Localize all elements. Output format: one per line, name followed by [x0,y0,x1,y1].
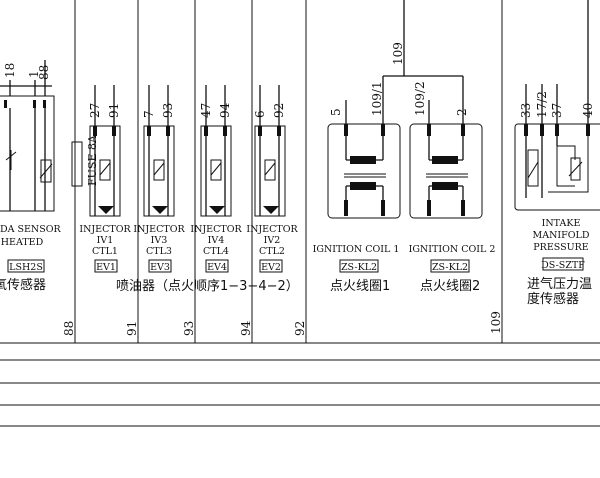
coil1-code: ZS-KL2 [341,262,377,273]
inj3-num: IV3 [151,235,168,246]
wire-label: 109/2 [413,81,427,116]
coil2-code: ZS-KL2 [432,262,468,273]
inj4-ctl: CTL4 [203,246,229,257]
o2-sensor: 18 1 88 MEDA SENSOR HEATED LSH2S 氧传感器 [0,60,62,293]
wire-label: 88 [37,65,51,80]
inj4-num: IV4 [208,235,225,246]
inj2-code: EV2 [261,262,281,273]
map-cn-2: 度传感器 [527,291,579,307]
injector-1: 27 91 INJECTOR IV1 CTL1 EV1 [79,85,132,273]
map-name-1: INTAKE [542,218,581,229]
vertical-feeders [74,0,503,343]
map-cn-1: 进气压力温 [527,276,592,292]
injector-2: 6 92 INJECTOR IV2 CTL2 EV2 [246,85,299,273]
wire-label: 18 [3,63,17,78]
bus-lines [0,342,600,427]
inj4-name: INJECTOR [190,224,242,235]
o2-code: LSH2S [9,262,43,273]
bus-labels: 88 91 93 94 92 109 [62,311,503,336]
inj4-code: EV4 [207,262,227,273]
coil1-name: IGNITION COIL 1 [313,244,400,255]
ignition-coil-1: IGNITION COIL 1 ZS-KL2 点火线圈1 [313,123,401,294]
coil2-cn: 点火线圈2 [420,279,480,294]
ignition-coil-2: IGNITION COIL 2 ZS-KL2 点火线圈2 [409,123,496,294]
inj2-ctl: CTL2 [259,246,285,257]
coil2-name: IGNITION COIL 2 [409,244,496,255]
injector-group-cn: 喷油器（点火顺序1−3−4−2） [116,279,299,294]
map-sensor: 33 17/2 37 40 INTAKE MANIFOLD PRESSURE D… [514,0,600,307]
inj2-name: INJECTOR [246,224,298,235]
wire-label: 109 [391,42,405,65]
wire-label: 91 [125,321,139,336]
o2-cn: 氧传感器 [0,277,46,293]
wire-label: 88 [62,321,76,336]
wire-label: 92 [293,321,307,336]
inj1-name: INJECTOR [79,224,131,235]
wire-label: 94 [239,320,253,336]
map-name-3: PRESSURE [533,242,588,253]
ignition-coils: 109 5 109/1 109/2 2 [329,0,469,126]
wire-label: 5 [329,108,343,116]
fuse-label: FUSE 8A [86,134,99,186]
inj3-ctl: CTL3 [146,246,172,257]
inj1-num: IV1 [97,235,114,246]
wire-label: 93 [182,321,196,336]
inj3-code: EV3 [150,262,170,273]
injector-4: 47 94 INJECTOR IV4 CTL4 EV4 [190,85,243,273]
inj2-num: IV2 [264,235,281,246]
injector-3: 7 93 INJECTOR IV3 CTL3 EV3 [133,85,186,273]
wire-label: 109 [489,311,503,334]
map-name-2: MANIFOLD [533,230,590,241]
o2-name-1: MEDA SENSOR [0,224,62,235]
o2-name-2: HEATED [1,237,44,248]
map-code: DS-SZTF [541,260,585,271]
wire-label: 1 [27,70,41,78]
inj1-ctl: CTL1 [92,246,118,257]
inj3-name: INJECTOR [133,224,185,235]
wire-label: 109/1 [370,81,384,116]
wire-label: 2 [455,108,469,116]
coil1-cn: 点火线圈1 [330,279,390,294]
inj1-code: EV1 [96,262,116,273]
fuse: FUSE 8A [71,134,99,187]
